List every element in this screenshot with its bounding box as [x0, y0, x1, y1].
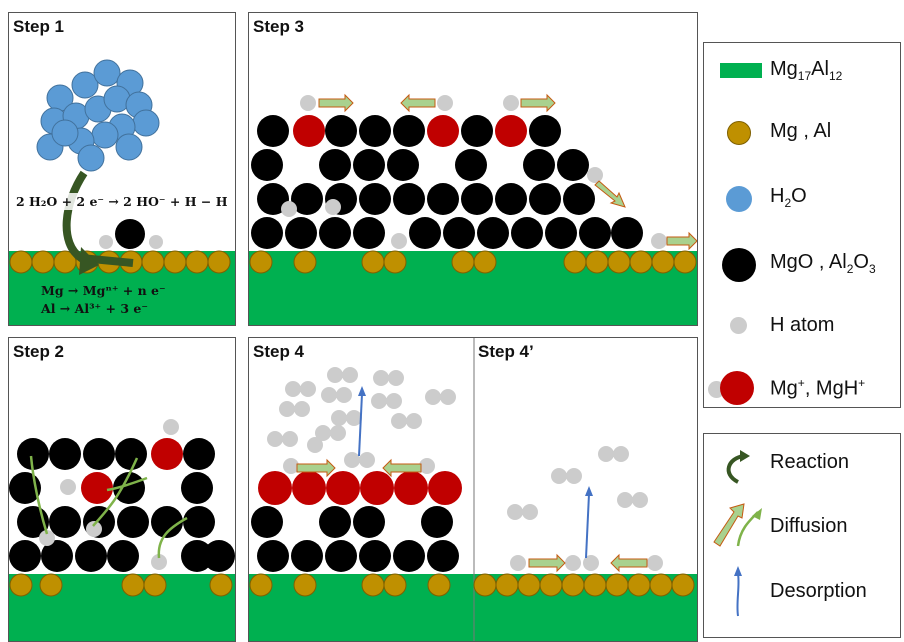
oxide-layer [9, 438, 235, 572]
step3-panel: Step 3 [248, 12, 698, 326]
legend-label-diffusion: Diffusion [770, 515, 847, 538]
legend-label-matrix: Mg17Al12 [770, 58, 842, 83]
step2-diagram [9, 338, 236, 642]
step4-title: Step 4 [253, 342, 304, 362]
legend-label-hatom: H atom [770, 314, 834, 337]
step1-title: Step 1 [13, 17, 64, 37]
step2-title: Step 2 [13, 342, 64, 362]
step4-diagram [249, 338, 698, 642]
process-legend: Reaction Diffusion Desorption [703, 433, 901, 638]
step3-diagram [249, 13, 698, 326]
legend-label-oxide: MgO , Al2O3 [770, 251, 876, 276]
matrix-swatch [720, 63, 762, 78]
oxide-layer [251, 506, 459, 572]
hatom-swatch [730, 317, 747, 334]
equation-mg-oxidation: Mg → Mgⁿ⁺ + n e⁻ [41, 283, 166, 298]
reaction-icon-head [740, 450, 750, 462]
h-atom [149, 235, 163, 249]
step1-diagram: 2 H₂O + 2 e⁻ → 2 HO⁻ + H − H Mg → Mgⁿ⁺ +… [9, 13, 236, 326]
step4p-title: Step 4’ [478, 342, 534, 362]
equation-al-oxidation: Al → Al³⁺ + 3 e⁻ [40, 301, 148, 316]
water-swatch [726, 186, 752, 212]
water-cluster [37, 60, 159, 171]
mgh-ion [151, 438, 183, 470]
oxide-particle [115, 219, 145, 249]
step3-title: Step 3 [253, 17, 304, 37]
legend-label-reaction: Reaction [770, 451, 849, 474]
legend-label-desorption: Desorption [770, 580, 867, 603]
desorption-icon-head [734, 566, 742, 576]
legend-label-mgh: Mg+, MgH+ [770, 376, 865, 401]
mgh-layer [258, 471, 462, 505]
oxide-swatch [722, 248, 756, 282]
mgh-ion [81, 472, 113, 504]
h-atom [99, 235, 113, 249]
legend-label-water: H2O [770, 185, 807, 210]
reaction-arrow [67, 173, 133, 263]
step2-panel: Step 2 [8, 337, 236, 642]
equation-water-split: 2 H₂O + 2 e⁻ → 2 HO⁻ + H − H [16, 194, 228, 209]
step4-panel: Step 4 Step 4’ [248, 337, 698, 642]
legend-label-metal: Mg , Al [770, 120, 831, 143]
metal-swatch [727, 121, 751, 145]
mgh-swatch [720, 371, 754, 405]
desorption-icon [737, 574, 738, 616]
step1-panel: 2 H₂O + 2 e⁻ → 2 HO⁻ + H − H Mg → Mgⁿ⁺ +… [8, 12, 236, 326]
materials-legend: Mg17Al12 Mg , Al H2O MgO , Al2O3 H atom … [703, 42, 901, 408]
